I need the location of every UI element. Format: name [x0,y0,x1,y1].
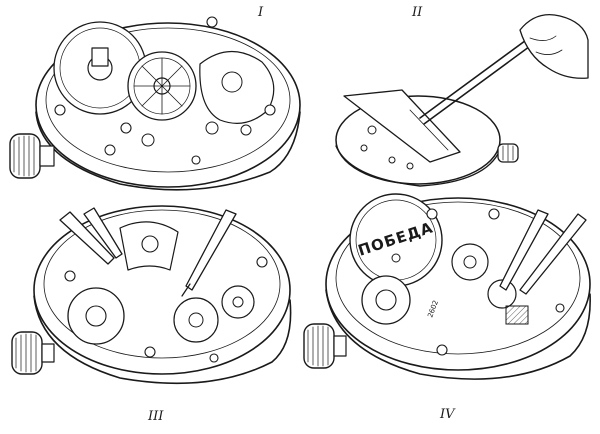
stage-label-3: III [147,409,164,424]
panel-stage-1: I [9,5,301,191]
winding-crown [9,133,55,179]
bridge-part [343,89,461,163]
center-wheel [127,51,197,121]
winding-crown [11,331,55,375]
barrel-gear-with-brand: ПОБЕДА [349,193,443,287]
tweezers-left [59,207,123,265]
tweezers-right [181,209,237,297]
panel-stage-3: III [11,205,292,424]
screws [64,256,268,363]
panel-stage-4: ПОБЕДА 2602 IV [303,193,591,422]
hand [519,13,589,79]
stage-label-1: I [257,5,264,20]
stage-label-4: IV [439,407,456,422]
winding-crown [497,143,519,163]
gear-train [67,221,255,345]
panel-stage-2: II [335,5,589,187]
winding-crown [303,323,347,369]
tweezers-pair [499,209,587,295]
screws [426,208,565,356]
screws [54,16,276,165]
gear-train [361,243,529,325]
stage-label-2: II [411,5,423,20]
